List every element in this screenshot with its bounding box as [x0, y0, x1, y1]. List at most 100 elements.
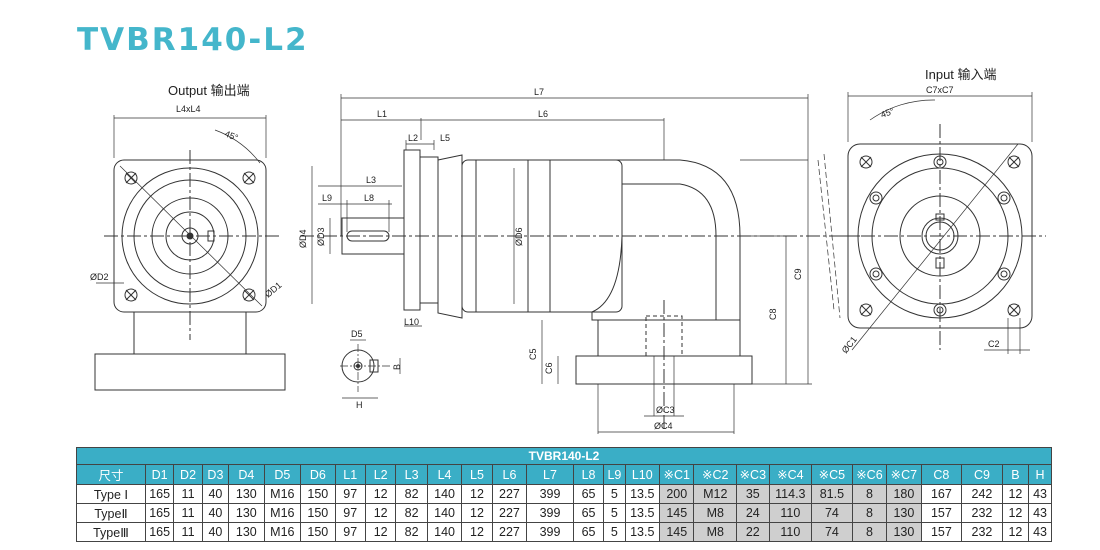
table-cell: 11 [173, 503, 203, 523]
table-cell: 114.3 [768, 484, 813, 504]
table-cell: 12 [461, 522, 493, 542]
dim-b: B [392, 364, 402, 370]
table-cell: 227 [491, 503, 528, 523]
table-cell: 165 [144, 522, 175, 542]
table-cell: 43 [1028, 522, 1052, 542]
table-cell: 130 [228, 503, 265, 523]
dim-d4: ØD4 [298, 229, 308, 248]
table-header-cell: L6 [491, 464, 528, 485]
table-header-cell: 尺寸 [76, 464, 146, 485]
table-row-label: TypeⅡ [76, 503, 146, 523]
table-cell: 130 [228, 522, 265, 542]
table-cell: 399 [526, 522, 574, 542]
table-cell: 97 [334, 484, 366, 504]
table-header-cell: L10 [624, 464, 661, 485]
table-cell: 130 [228, 484, 265, 504]
table-cell: 232 [961, 503, 1003, 523]
table-cell: 82 [395, 503, 428, 523]
table-cell: 200 [659, 484, 695, 504]
table-header-cell: L9 [603, 464, 626, 485]
table-header-cell: ※C7 [886, 464, 922, 485]
dim-l7: L7 [534, 87, 544, 97]
table-cell: M8 [693, 503, 738, 523]
table-cell: M12 [693, 484, 738, 504]
table-cell: 97 [334, 503, 366, 523]
dim-l5: L5 [440, 133, 450, 143]
input-end-view [817, 92, 1046, 354]
side-view [300, 94, 860, 434]
dim-d2: ØD2 [90, 272, 109, 282]
table-cell: 150 [300, 522, 336, 542]
table-cell: 82 [395, 484, 428, 504]
dim-l10: L10 [404, 317, 419, 327]
dim-angle-input: 45° [879, 106, 896, 120]
dim-c4: ØC4 [654, 421, 673, 431]
table-cell: 150 [300, 484, 336, 504]
dim-l6: L6 [538, 109, 548, 119]
table-cell: 13.5 [624, 503, 661, 523]
table-cell: 65 [572, 522, 605, 542]
table-header-cell: L3 [395, 464, 428, 485]
table-cell: 399 [526, 484, 574, 504]
table-cell: 12 [364, 503, 397, 523]
table-header-cell: ※C4 [768, 464, 813, 485]
table-cell: 12 [1001, 503, 1030, 523]
dim-d5: D5 [351, 329, 363, 339]
table-cell: 81.5 [811, 484, 853, 504]
table-header-cell: ※C3 [736, 464, 770, 485]
table-cell: 12 [364, 522, 397, 542]
table-cell: 74 [811, 503, 853, 523]
table-header-cell: C9 [961, 464, 1003, 485]
dim-h: H [356, 400, 363, 410]
table-cell: 140 [426, 503, 463, 523]
table-header-cell: D1 [144, 464, 175, 485]
table-cell: 22 [736, 522, 770, 542]
table-cell: 227 [491, 522, 528, 542]
input-view-label: Input 输入端 [925, 67, 997, 82]
table-header-cell: H [1028, 464, 1052, 485]
dim-l9: L9 [322, 193, 332, 203]
table-cell: 5 [603, 484, 626, 504]
output-view-label: Output 输出端 [168, 83, 250, 98]
table-cell: 65 [572, 503, 605, 523]
table-cell: 12 [1001, 484, 1030, 504]
table-header-cell: D3 [201, 464, 230, 485]
table-cell: 167 [920, 484, 963, 504]
output-end-view [94, 115, 286, 391]
technical-drawing: L4xL4 45° ØD2 ØD1 L7 L1 L6 L2 L5 L3 L9 L… [90, 85, 1046, 434]
table-cell: 130 [886, 522, 922, 542]
table-header-cell: D5 [263, 464, 302, 485]
table-cell: 35 [736, 484, 770, 504]
table-cell: 40 [201, 484, 230, 504]
dim-d3: ØD3 [316, 227, 326, 246]
table-cell: 157 [920, 522, 963, 542]
table-cell: 242 [961, 484, 1003, 504]
dim-c6: C6 [544, 362, 554, 374]
table-cell: 74 [811, 522, 853, 542]
table-row-label: TypeⅢ [76, 522, 146, 542]
table-cell: 180 [886, 484, 922, 504]
table-cell: 145 [659, 522, 695, 542]
table-cell: 140 [426, 484, 463, 504]
table-cell: 13.5 [624, 522, 661, 542]
table-cell: 227 [491, 484, 528, 504]
table-cell: 40 [201, 503, 230, 523]
table-cell: 11 [173, 522, 203, 542]
table-header-cell: ※C6 [851, 464, 888, 485]
table-header-cell: D6 [300, 464, 336, 485]
table-cell: 110 [768, 522, 813, 542]
table-cell: 12 [461, 503, 493, 523]
table-caption: TVBR140-L2 [76, 447, 1052, 465]
table-cell: 150 [300, 503, 336, 523]
table-cell: 8 [851, 503, 888, 523]
dim-c7xc7: C7xC7 [926, 85, 954, 95]
table-cell: 232 [961, 522, 1003, 542]
table-cell: 8 [851, 484, 888, 504]
table-header-cell: B [1001, 464, 1030, 485]
table-cell: 110 [768, 503, 813, 523]
table-cell: 130 [886, 503, 922, 523]
dim-l4xl4: L4xL4 [176, 104, 201, 114]
